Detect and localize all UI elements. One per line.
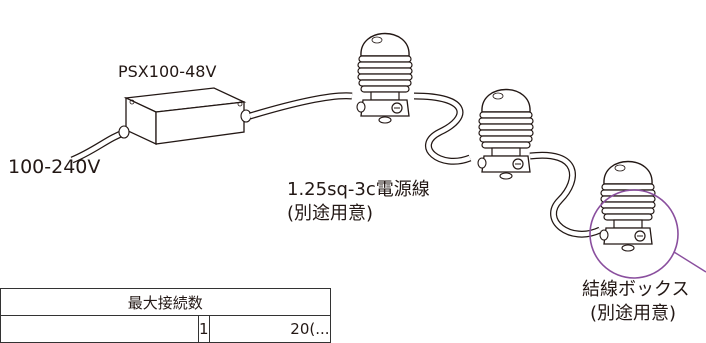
junction-box-label-line1: 結線ボックス xyxy=(582,279,690,300)
table-header: 最大接続数 xyxy=(0,288,331,316)
cable-label-line1: 1.25sq-3c電源線 xyxy=(287,179,430,200)
junction-box-label-line2: (別途用意) xyxy=(590,303,677,324)
power-supply-box xyxy=(118,87,252,146)
power-supply-label: PSX100-48V xyxy=(118,62,217,81)
lamp-3 xyxy=(599,160,656,252)
table-cell: 20(... xyxy=(208,315,331,343)
junction-box-highlight xyxy=(589,189,679,279)
junction-box-label: 結線ボックス (別途用意) xyxy=(582,278,689,326)
cable-label-line2: (別途用意) xyxy=(287,203,374,224)
max-connections-table: 最大接続数 1 20(... xyxy=(0,288,331,343)
table-cell xyxy=(0,315,199,343)
wiring-diagram xyxy=(70,32,706,279)
input-voltage-label: 100-240V xyxy=(8,156,101,178)
lamp-1 xyxy=(356,32,413,124)
junction-box-leader xyxy=(673,251,706,273)
table-row: 1 20(... xyxy=(0,315,331,343)
table-cell: 1 xyxy=(198,315,210,343)
lamp-2 xyxy=(477,88,534,180)
cable-label: 1.25sq-3c電源線 (別途用意) xyxy=(287,178,430,226)
